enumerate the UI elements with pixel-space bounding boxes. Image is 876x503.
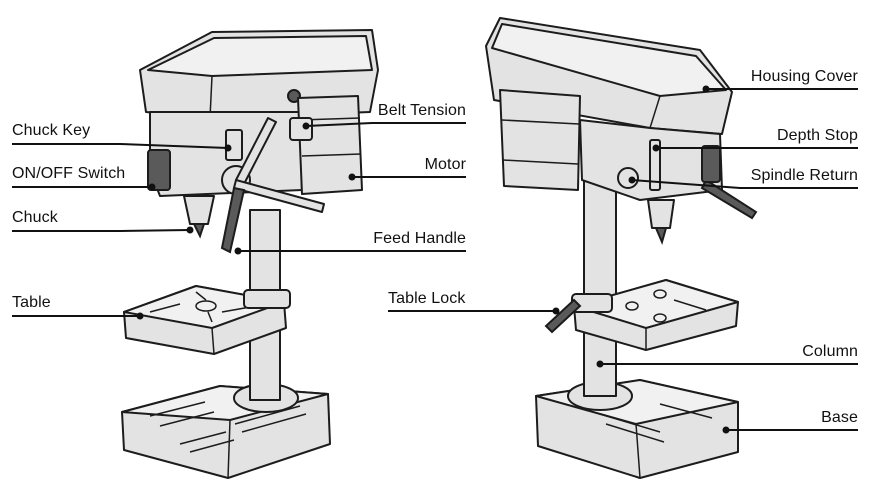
left-motor [297, 95, 363, 195]
label-spindle-return: Spindle Return [750, 167, 858, 184]
leader-lines [12, 85, 858, 434]
label-depth-stop: Depth Stop [776, 127, 858, 144]
label-chuck-key: Chuck Key [12, 122, 91, 139]
label-column: Column [802, 343, 858, 360]
drill-press-rear-view [485, 17, 758, 479]
leader-spindle-return [631, 179, 858, 189]
label-base: Base [821, 409, 858, 426]
drill-press-front-view [121, 29, 379, 479]
label-housing-cover: Housing Cover [750, 68, 858, 85]
right-motor [499, 89, 581, 191]
label-chuck: Chuck [12, 209, 58, 226]
label-feed-handle: Feed Handle [373, 230, 466, 247]
leader-belt-tension [305, 122, 466, 127]
label-on-off-switch: ON/OFF Switch [12, 165, 126, 182]
label-belt-tension: Belt Tension [377, 102, 466, 119]
label-table-lock: Table Lock [388, 290, 466, 307]
right-chuck [647, 199, 675, 229]
label-table: Table [12, 294, 51, 311]
right-column [583, 179, 617, 397]
left-chuck [183, 195, 215, 225]
leader-chuck-key [12, 143, 229, 149]
label-motor: Motor [424, 156, 466, 173]
leader-chuck [12, 229, 191, 232]
